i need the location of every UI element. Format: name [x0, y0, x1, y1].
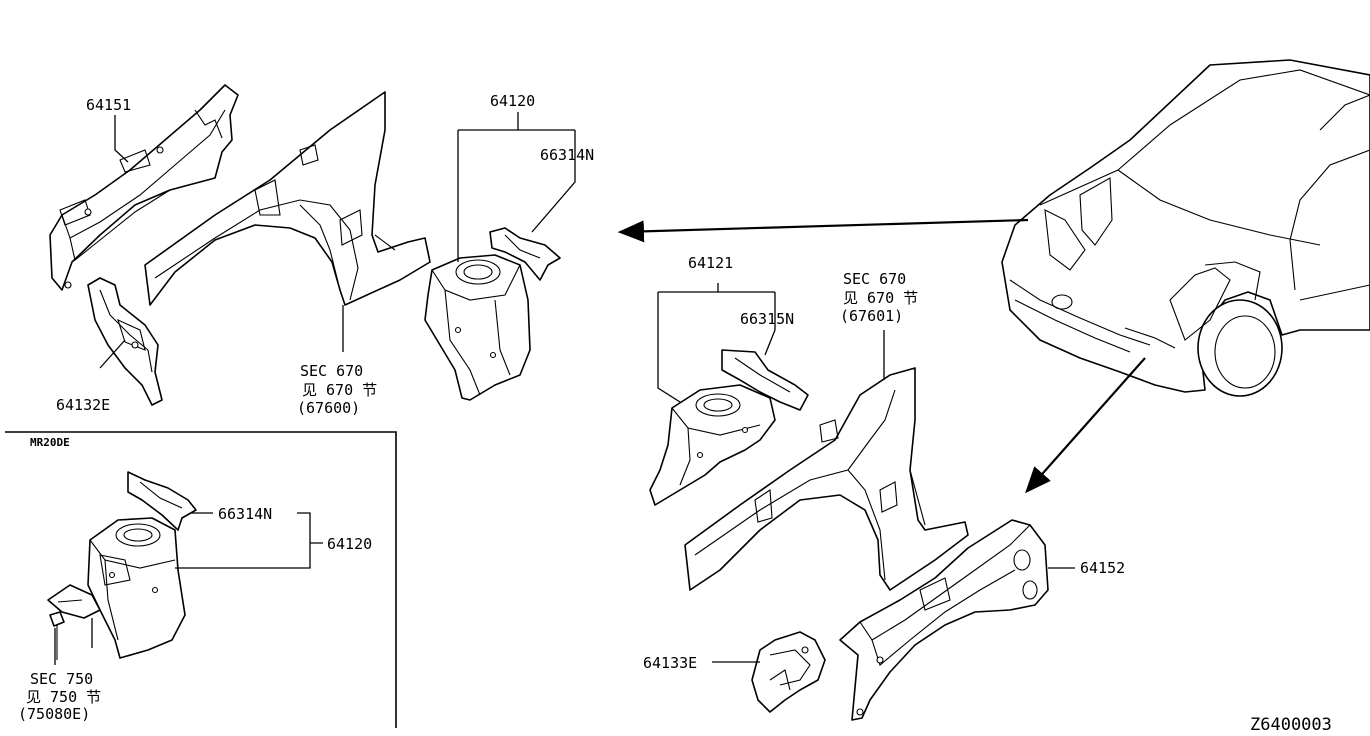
label-75080E: (75080E) — [18, 705, 90, 723]
label-sec670-left: SEC 670 — [300, 362, 363, 380]
part-fender-apron-left[interactable] — [144, 91, 431, 306]
label-64132E: 64132E — [56, 396, 110, 414]
part-inset-small-bracket[interactable] — [47, 584, 101, 619]
label-sec670-right: SEC 670 — [843, 270, 906, 288]
inset-frame — [5, 431, 397, 728]
part-64152-hood-ledge[interactable] — [839, 519, 1049, 721]
label-see670-right: 见 670 节 — [843, 289, 918, 307]
part-fender-apron-right[interactable] — [684, 367, 969, 591]
part-66314N-bracket-top[interactable] — [489, 227, 561, 281]
bolt-icon — [49, 611, 65, 660]
vehicle-front-view — [1001, 59, 1370, 397]
label-64120-inset: 64120 — [327, 535, 372, 553]
label-66314N-inset: 66314N — [218, 505, 272, 523]
part-64151-hood-ledge[interactable] — [49, 84, 239, 291]
label-67600: (67600) — [297, 399, 360, 417]
arrow-down-left-icon — [1025, 357, 1146, 494]
inset-leader-lines — [54, 512, 323, 665]
label-64120-top: 64120 — [490, 92, 535, 110]
label-64151: 64151 — [86, 96, 131, 114]
part-64132E-bracket[interactable] — [87, 277, 163, 406]
label-67601: (67601) — [840, 307, 903, 325]
label-sec750: SEC 750 — [30, 670, 93, 688]
label-see670-left: 见 670 节 — [302, 381, 377, 399]
part-64121-strut-housing[interactable] — [649, 384, 776, 506]
part-64133E-bracket[interactable] — [751, 631, 826, 713]
label-64121: 64121 — [688, 254, 733, 272]
part-66315N-bracket[interactable] — [721, 349, 809, 411]
part-64120-strut-housing[interactable] — [424, 254, 531, 401]
label-64152: 64152 — [1080, 559, 1125, 577]
label-see750: 见 750 节 — [26, 688, 101, 706]
label-64133E: 64133E — [643, 654, 697, 672]
label-66314N-top: 66314N — [540, 146, 594, 164]
leader-lines — [99, 112, 1075, 663]
part-64120-strut-housing-inset[interactable] — [87, 517, 186, 659]
part-66314N-bracket-inset[interactable] — [127, 471, 197, 531]
diagram-code: Z6400003 — [1250, 715, 1332, 735]
inset-title: MR20DE — [30, 436, 70, 449]
label-66315N: 66315N — [740, 310, 794, 328]
arrow-left-icon — [617, 218, 1029, 243]
